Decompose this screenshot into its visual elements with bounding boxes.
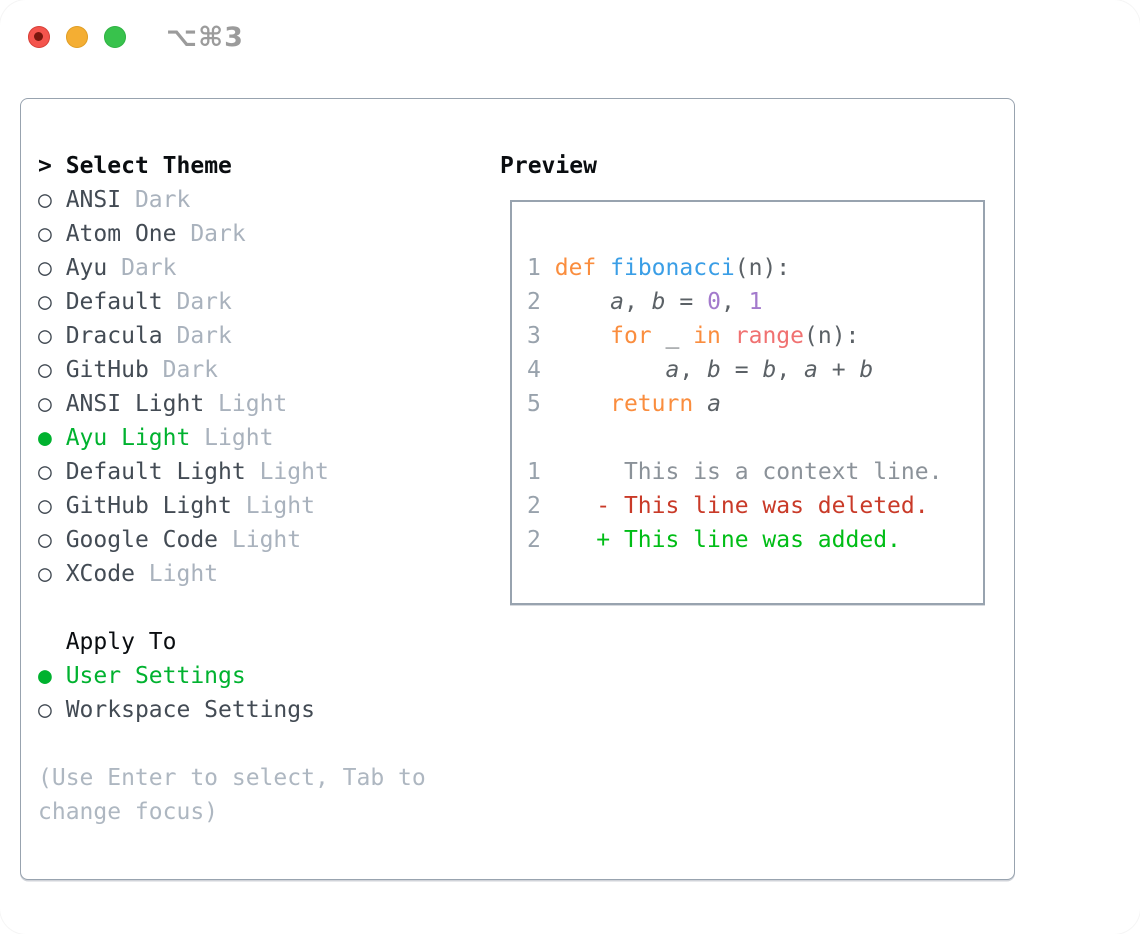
- theme-name: Default Light: [65, 459, 246, 485]
- minimize-button[interactable]: [66, 26, 88, 48]
- theme-variant-tag: Dark: [176, 221, 246, 247]
- theme-option-github-light[interactable]: ○ GitHub Light Light: [38, 489, 480, 523]
- radio-unselected-icon: ○: [38, 697, 66, 723]
- theme-option-ansi-light[interactable]: ○ ANSI Light Light: [38, 387, 480, 421]
- theme-name: Default: [65, 289, 163, 315]
- zoom-button[interactable]: [104, 26, 126, 48]
- theme-variant-tag: Light: [218, 527, 302, 553]
- radio-unselected-icon: ○: [38, 561, 66, 587]
- apply-option-label: Workspace Settings: [65, 697, 315, 723]
- radio-unselected-icon: ○: [38, 187, 66, 213]
- theme-option-default-light[interactable]: ○ Default Light Light: [38, 455, 480, 489]
- preview-box: 1 def fibonacci(n): 2 a, b = 0, 1 3 for _ …: [510, 200, 985, 605]
- radio-unselected-icon: ○: [38, 527, 66, 553]
- radio-unselected-icon: ○: [38, 391, 66, 417]
- theme-option-github[interactable]: ○ GitHub Dark: [38, 353, 480, 387]
- theme-variant-tag: Light: [134, 561, 219, 587]
- theme-variant-tag: Dark: [121, 187, 191, 213]
- radio-selected-icon: ●: [38, 663, 66, 689]
- theme-option-ansi[interactable]: ○ ANSI Dark: [38, 183, 480, 217]
- apply-to-list: ● User Settings○ Workspace Settings: [38, 659, 480, 727]
- code-line: 2 + This line was added.: [527, 527, 901, 553]
- apply-to-header: Apply To: [65, 629, 177, 655]
- theme-name: ANSI: [65, 187, 122, 213]
- radio-unselected-icon: ○: [38, 221, 66, 247]
- radio-selected-icon: ●: [38, 425, 66, 451]
- theme-variant-tag: Light: [190, 425, 274, 451]
- theme-option-dracula[interactable]: ○ Dracula Dark: [38, 319, 480, 353]
- theme-option-google-code[interactable]: ○ Google Code Light: [38, 523, 480, 557]
- theme-variant-tag: Dark: [162, 289, 232, 315]
- radio-unselected-icon: ○: [38, 289, 66, 315]
- select-theme-header: > Select Theme: [38, 149, 480, 183]
- theme-name: Ayu Light: [65, 425, 191, 451]
- theme-name: XCode: [65, 561, 135, 587]
- radio-unselected-icon: ○: [38, 357, 66, 383]
- theme-name: Ayu: [65, 255, 108, 281]
- theme-name: GitHub Light: [65, 493, 232, 519]
- theme-option-xcode[interactable]: ○ XCode Light: [38, 557, 480, 591]
- selection-caret-icon: >: [38, 153, 52, 179]
- theme-option-atom-one[interactable]: ○ Atom One Dark: [38, 217, 480, 251]
- radio-unselected-icon: ○: [38, 459, 66, 485]
- theme-option-ayu-light[interactable]: ● Ayu Light Light: [38, 421, 480, 455]
- theme-variant-tag: Light: [204, 391, 288, 417]
- code-line: 5 return a: [527, 391, 721, 417]
- select-theme-title: Select Theme: [65, 153, 232, 179]
- theme-name: Dracula: [65, 323, 163, 349]
- theme-name: Atom One: [65, 221, 177, 247]
- theme-name: Google Code: [65, 527, 219, 553]
- code-line: 1 This is a context line.: [527, 459, 943, 485]
- theme-option-ayu[interactable]: ○ Ayu Dark: [38, 251, 480, 285]
- code-line: 4 a, b = b, a + b: [527, 357, 874, 383]
- code-line: 3 for _ in range(n):: [527, 323, 860, 349]
- theme-variant-tag: Dark: [162, 323, 232, 349]
- code-line: 2 a, b = 0, 1: [527, 289, 763, 315]
- theme-name: ANSI Light: [65, 391, 205, 417]
- close-dot-icon: [34, 32, 43, 41]
- theme-list: ○ ANSI Dark○ Atom One Dark○ Ayu Dark○ De…: [38, 183, 480, 591]
- code-line: 1 def fibonacci(n):: [527, 255, 791, 281]
- apply-option-label: User Settings: [65, 663, 246, 689]
- code-line: 2 - This line was deleted.: [527, 493, 929, 519]
- apply-option-workspace-settings[interactable]: ○ Workspace Settings: [38, 693, 480, 727]
- theme-option-default[interactable]: ○ Default Dark: [38, 285, 480, 319]
- radio-unselected-icon: ○: [38, 323, 66, 349]
- theme-variant-tag: Dark: [107, 255, 177, 281]
- window-title: ⌥⌘3: [166, 22, 244, 53]
- theme-variant-tag: Dark: [148, 357, 219, 383]
- preview-header: Preview: [500, 153, 597, 179]
- code-preview: 1 def fibonacci(n): 2 a, b = 0, 1 3 for _ …: [527, 251, 983, 557]
- theme-name: GitHub: [65, 357, 149, 383]
- code-blank-line: [527, 421, 983, 455]
- close-button[interactable]: [28, 26, 50, 48]
- radio-unselected-icon: ○: [38, 255, 66, 281]
- radio-unselected-icon: ○: [38, 493, 66, 519]
- help-hint: (Use Enter to select, Tab to change focu…: [38, 765, 426, 825]
- theme-variant-tag: Light: [231, 493, 315, 519]
- theme-variant-tag: Light: [245, 459, 329, 485]
- theme-menu: > Select Theme ○ ANSI Dark○ Atom One Dar…: [38, 149, 480, 829]
- apply-option-user-settings[interactable]: ● User Settings: [38, 659, 480, 693]
